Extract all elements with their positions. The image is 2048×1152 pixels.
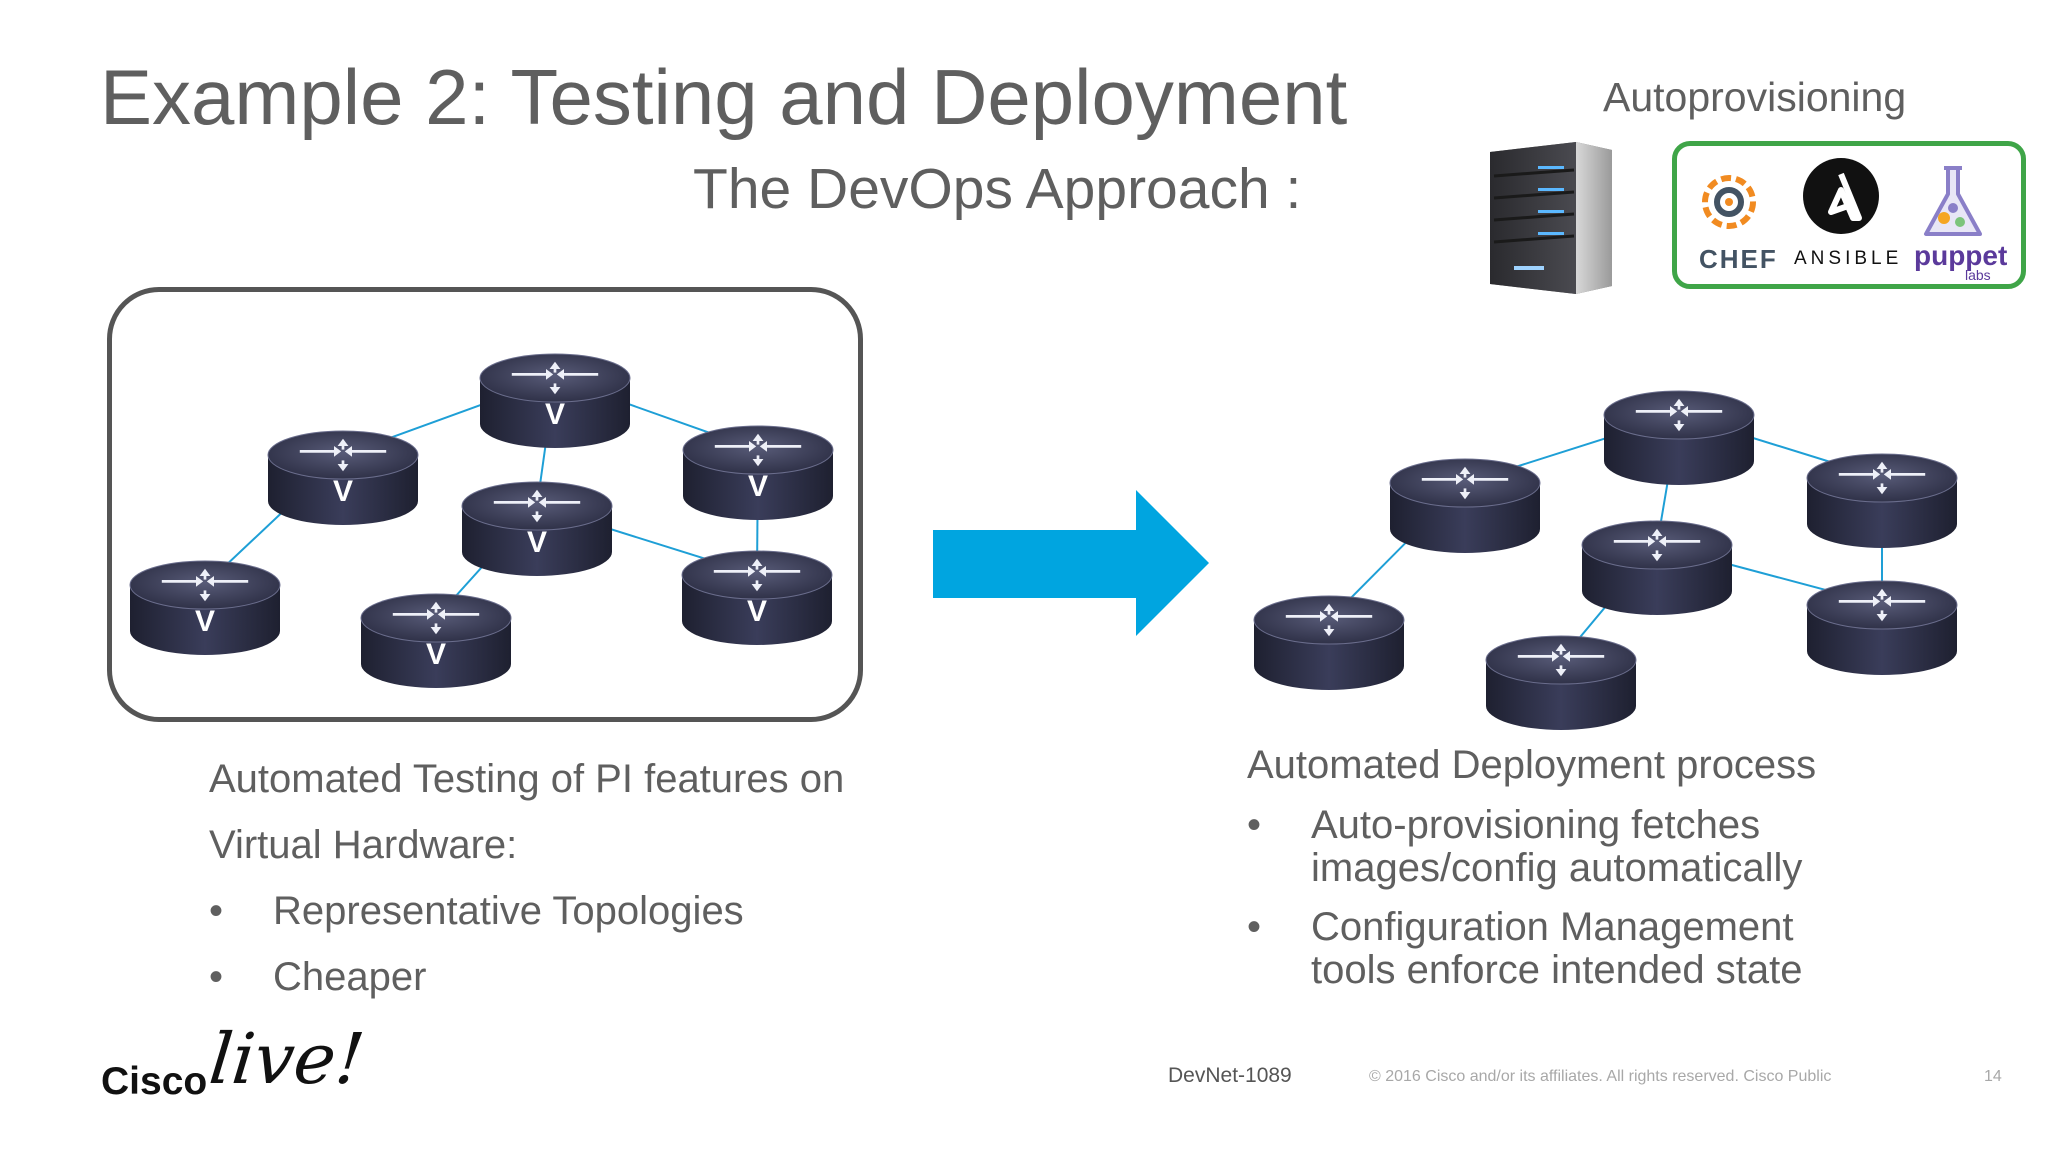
- router-icon: [1389, 458, 1541, 553]
- router-virtual-label: V: [527, 526, 547, 559]
- router-icon: [1485, 635, 1637, 730]
- router-icon: V: [129, 560, 281, 655]
- router-icon: V: [682, 425, 834, 520]
- router-icon: [1806, 580, 1958, 675]
- router-icon: [1806, 453, 1958, 548]
- testing-caption-line1: Automated Testing of PI features on: [209, 757, 845, 801]
- server-icon: [1490, 142, 1612, 294]
- bullet-text: Configuration Management tools enforce i…: [1311, 905, 1803, 992]
- config-management-tools-box: CHEF ANSIBLE puppet labs: [1672, 141, 2026, 289]
- router-virtual-label: V: [545, 398, 565, 431]
- list-item: • Configuration Management tools enforce…: [1247, 906, 1827, 992]
- live-logo-text: live!: [205, 1018, 369, 1100]
- network-diagrams: V V V V V V V: [129, 353, 1958, 730]
- session-code: DevNet-1089: [1168, 1064, 1292, 1087]
- deployment-caption-heading: Automated Deployment process: [1247, 743, 1817, 787]
- router-virtual-label: V: [195, 605, 215, 638]
- bullet-text: Cheaper: [273, 955, 427, 999]
- slide-title: Example 2: Testing and Deployment: [100, 53, 1348, 141]
- router-icon: V: [267, 430, 419, 525]
- chef-logo-icon: [1702, 175, 1756, 229]
- list-item: • Representative Topologies: [209, 878, 969, 944]
- router-virtual-label: V: [748, 470, 768, 503]
- router-icon: V: [461, 481, 613, 576]
- bullet-dot: •: [1247, 803, 1262, 847]
- router-icon: [1253, 595, 1405, 690]
- router-virtual-label: V: [426, 638, 446, 671]
- right-arrow-icon: [933, 490, 1209, 636]
- list-item: • Cheaper: [209, 944, 969, 1010]
- cisco-logo-text: Cisco: [101, 1060, 208, 1103]
- testing-caption: Automated Testing of PI features on Virt…: [209, 746, 969, 1010]
- autoprovisioning-label: Autoprovisioning: [1603, 74, 1907, 120]
- testing-caption-line2: Virtual Hardware:: [209, 823, 518, 867]
- puppet-logo-icon: [1924, 166, 1982, 236]
- router-icon: V: [360, 593, 512, 688]
- puppet-label: puppet: [1914, 240, 2008, 271]
- bullet-text: Representative Topologies: [273, 889, 744, 933]
- page-number: 14: [1984, 1068, 2002, 1085]
- router-virtual-label: V: [333, 475, 353, 508]
- puppet-labs-label: labs: [1965, 267, 1991, 283]
- chef-label: CHEF: [1699, 244, 1778, 274]
- ansible-logo-icon: [1803, 158, 1879, 234]
- router-icon: V: [681, 550, 833, 645]
- router-icon: [1581, 520, 1733, 615]
- bullet-dot: •: [209, 889, 224, 933]
- deployment-caption: Automated Deployment process • Auto-prov…: [1247, 740, 1827, 1008]
- router-virtual-label: V: [747, 595, 767, 628]
- router-icon: [1603, 390, 1755, 485]
- slide-subtitle: The DevOps Approach :: [693, 157, 1302, 221]
- router-icon: V: [479, 353, 631, 448]
- bullet-dot: •: [209, 955, 224, 999]
- bullet-dot: •: [1247, 905, 1262, 949]
- list-item: • Auto-provisioning fetches images/confi…: [1247, 804, 1827, 890]
- copyright-notice: © 2016 Cisco and/or its affiliates. All …: [1369, 1068, 1832, 1085]
- bullet-text: Auto-provisioning fetches images/config …: [1311, 803, 1803, 890]
- ansible-label: ANSIBLE: [1794, 248, 1903, 269]
